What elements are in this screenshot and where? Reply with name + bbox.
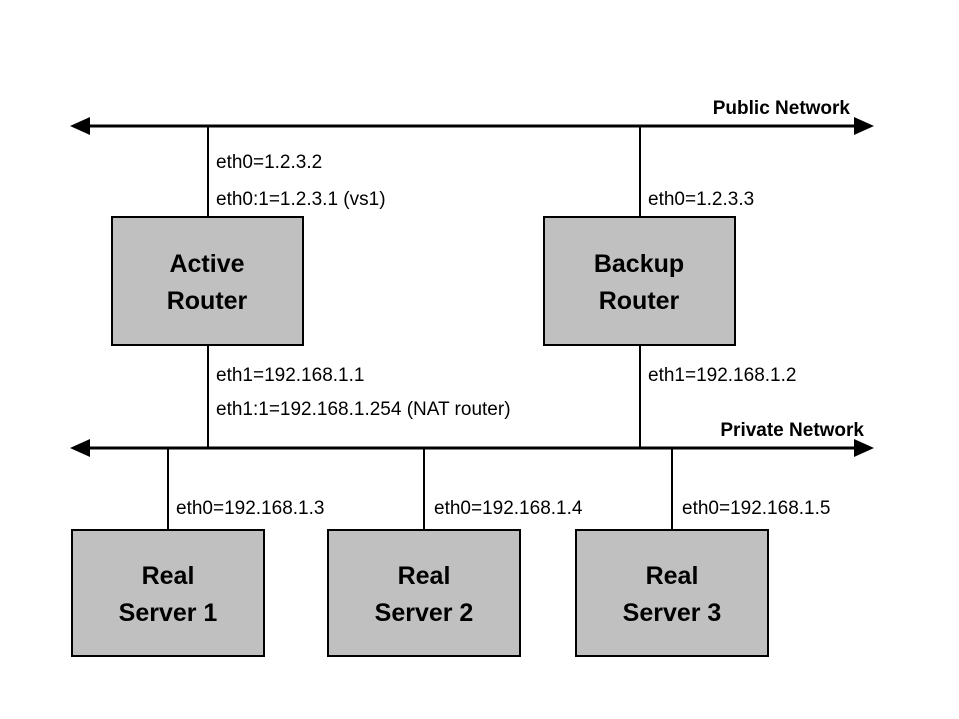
private-bus-right-arrow-icon [854,439,874,457]
active-router-public-ip-primary: eth0=1.2.3.2 [216,152,322,173]
public-bus-right-arrow-icon [854,117,874,135]
real-server-2-label-line2: Server 2 [375,599,474,627]
node-real-server-2[interactable]: Real Server 2 [327,529,521,657]
backup-router-public-ip-primary: eth0=1.2.3.3 [648,189,754,210]
private-network-bus: Private Network [70,420,874,457]
real-server-1-ip: eth0=192.168.1.3 [176,498,324,519]
real-server-1-label-line1: Real [142,562,195,590]
active-router-private-ip-nat: eth1:1=192.168.1.254 (NAT router) [216,399,511,420]
backup-router-label-line2: Router [599,287,680,315]
backup-router-private-ip-primary: eth1=192.168.1.2 [648,365,796,386]
real-server-1-label-line2: Server 1 [119,599,218,627]
backup-router-label-line1: Backup [594,250,684,278]
real-server-2-box[interactable] [327,529,521,657]
public-network-label: Public Network [713,98,851,119]
node-active-router[interactable]: Active Router [111,216,304,346]
node-backup-router[interactable]: Backup Router [543,216,736,346]
active-router-label-line2: Router [167,287,248,315]
node-real-server-3[interactable]: Real Server 3 [575,529,769,657]
active-router-public-ip-virtual: eth0:1=1.2.3.1 (vs1) [216,189,386,210]
private-network-label: Private Network [720,420,864,441]
real-server-2-label-line1: Real [398,562,451,590]
active-router-private-ip-primary: eth1=192.168.1.1 [216,365,364,386]
real-server-3-label-line1: Real [646,562,699,590]
backup-router-box[interactable] [543,216,736,346]
real-server-3-ip: eth0=192.168.1.5 [682,498,830,519]
private-bus-left-arrow-icon [70,439,90,457]
node-real-server-1[interactable]: Real Server 1 [71,529,265,657]
real-server-1-box[interactable] [71,529,265,657]
real-server-3-box[interactable] [575,529,769,657]
public-network-bus: Public Network [70,98,874,135]
public-bus-left-arrow-icon [70,117,90,135]
real-server-2-ip: eth0=192.168.1.4 [434,498,583,519]
real-server-3-label-line2: Server 3 [623,599,722,627]
active-router-label-line1: Active [169,250,244,278]
active-router-box[interactable] [111,216,304,346]
